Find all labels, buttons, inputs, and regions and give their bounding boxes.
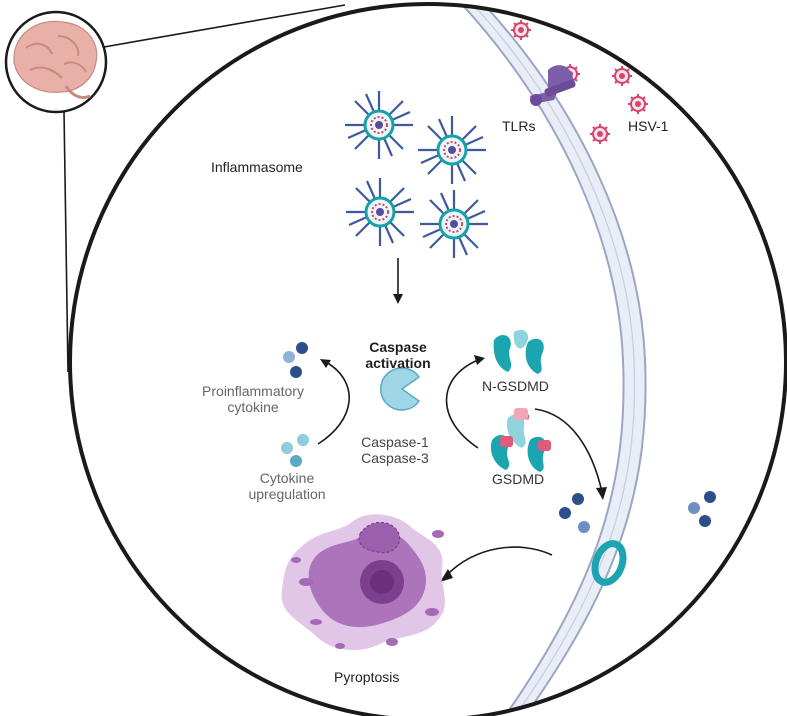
zoom-line-left: [63, 110, 69, 373]
inflammasome-2: [418, 116, 486, 184]
arrow-inflammasome-to-caspase: [393, 258, 403, 304]
cytokine-upregulation-label: Cytokine upregulation: [232, 470, 342, 502]
arrow-cytokine-cycle: [317, 359, 350, 445]
released-cytokines-outside: [688, 491, 716, 527]
tlrs-label: TLRs: [502, 118, 536, 134]
gsdmd-label: GSDMD: [492, 471, 545, 487]
hsv1-label: HSV-1: [628, 118, 669, 134]
pyroptosis-label: Pyroptosis: [334, 669, 400, 685]
released-cytokines-inside: [559, 493, 590, 533]
gsdmd-protein: [490, 408, 551, 472]
upregulated-cytokines: [281, 434, 309, 467]
inflammasome-3: [346, 178, 414, 246]
inflammasome-4: [420, 190, 488, 258]
zoom-line-top: [103, 4, 346, 48]
caspase3-label: Caspase-3: [361, 450, 429, 466]
arrow-gsdmd-to-pore: [534, 408, 607, 500]
arrow-gsdmd-cleavage: [445, 355, 485, 449]
caspase-activation-line1: Caspase: [369, 339, 427, 355]
caspase-types-label: Caspase-1 Caspase-3: [350, 434, 440, 466]
ngsdmd-label: N-GSDMD: [482, 378, 549, 394]
inflammasome-1: [345, 91, 413, 159]
proinflammatory-line1: Proinflammatory: [202, 383, 304, 399]
pyroptotic-cell: [281, 514, 445, 651]
caspase1-label: Caspase-1: [361, 434, 429, 450]
caspase-icon: [380, 367, 421, 411]
hsv1-virus-group: [511, 20, 648, 144]
ngsdmd-fragments: [493, 329, 544, 374]
cytokine-up-line2: upregulation: [248, 486, 326, 502]
cell-membrane: [455, 4, 647, 716]
proinflammatory-line2: cytokine: [227, 399, 279, 415]
proinflammatory-cytokine-label: Proinflammatory cytokine: [188, 383, 318, 415]
caspase-activation-line2: activation: [365, 355, 431, 371]
arrow-to-pyroptosis: [440, 546, 553, 582]
cytokine-up-line1: Cytokine: [259, 470, 315, 486]
cell-outline: [68, 2, 787, 716]
gsdmd-pore: [591, 540, 627, 586]
proinflammatory-cytokines: [283, 342, 308, 378]
brain-thumbnail: [4, 10, 108, 114]
tlr-receptor: [530, 65, 576, 106]
inflammasome-group: [345, 91, 488, 258]
inflammasome-label: Inflammasome: [211, 159, 303, 175]
caspase-activation-label: Caspase activation: [355, 339, 441, 371]
